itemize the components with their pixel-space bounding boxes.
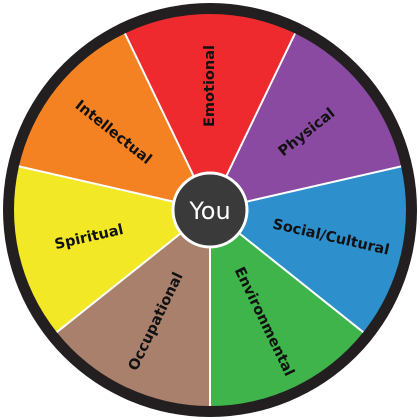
center-label: You — [188, 197, 230, 225]
segment-label-emotional: Emotional — [202, 45, 218, 127]
segment-intellectual — [18, 33, 210, 210]
segment-spiritual — [13, 166, 211, 333]
segment-occupational — [56, 210, 211, 406]
segment-environmental — [210, 210, 364, 406]
center-hub — [171, 171, 249, 249]
segment-physical — [210, 33, 402, 210]
wheel-segments — [13, 14, 407, 406]
segment-emotional — [124, 14, 296, 210]
segment-social-cultural — [210, 166, 407, 333]
